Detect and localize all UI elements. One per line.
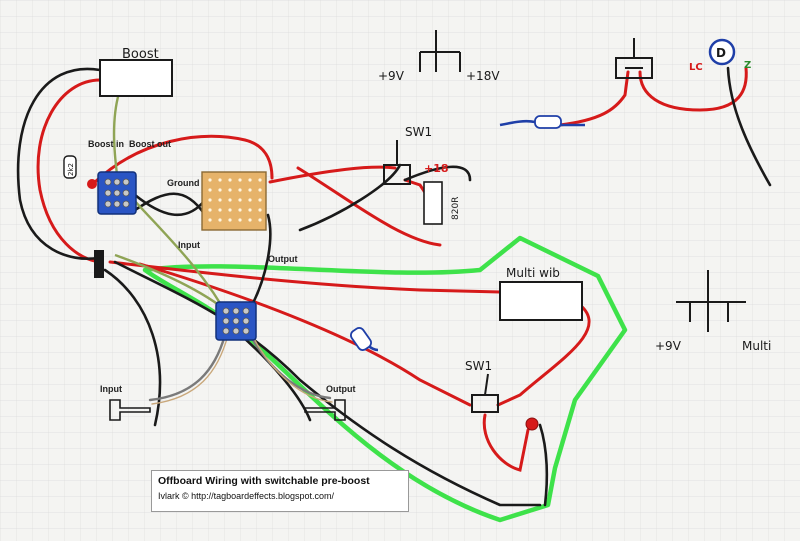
tagboard <box>201 171 267 231</box>
caption-credit: Ivlark © http://tagboardeffects.blogspot… <box>158 491 335 501</box>
multiwib-label: Multi wib <box>506 266 560 280</box>
plus9v-bottom-label: +9V <box>655 339 682 353</box>
red-wire-left-loop <box>36 78 102 264</box>
caption-box: Offboard Wiring with switchable pre-boos… <box>151 470 409 512</box>
resistor-2k2 <box>63 155 77 179</box>
black-wire-board-cross2 <box>133 192 207 217</box>
sw1-bottom-label: SW1 <box>465 359 492 373</box>
caption-title: Offboard Wiring with switchable pre-boos… <box>158 475 370 487</box>
boost-in-label: Boost in <box>88 139 124 149</box>
red-wire-sw-top <box>296 166 442 247</box>
footswitch-middle <box>215 301 257 341</box>
red-wire-multiwib-out <box>496 303 591 407</box>
black-wire-led-return <box>538 423 549 507</box>
boost-label: Boost <box>122 47 159 62</box>
dc-jack <box>94 250 104 278</box>
shielded-wires <box>148 333 333 405</box>
red-wire-top-right <box>558 70 630 127</box>
black-wire-left-outer <box>16 67 102 260</box>
resistor-820r-label: 820R <box>451 197 461 220</box>
ground-label: Ground <box>167 178 200 188</box>
plus18v-top-label: +18V <box>466 69 500 83</box>
supply-symbol-right <box>676 270 746 332</box>
led-top-right <box>708 38 736 66</box>
black-wire-bottom-loop <box>113 260 542 507</box>
sw1-bottom-switch <box>471 373 499 413</box>
black-wire-board-down <box>250 213 272 307</box>
supply-symbol-top <box>419 30 461 72</box>
board-input-label: Input <box>178 240 200 250</box>
z-label: Z <box>744 60 751 71</box>
board-output-label: Output <box>268 254 298 264</box>
black-wire-top-right-tail <box>726 66 772 187</box>
lc-label: LC <box>689 62 703 73</box>
multi-label: Multi <box>742 339 771 353</box>
red-wire-top-right-loop <box>638 66 748 112</box>
footswitch-top <box>97 171 137 215</box>
sw1-top-label: SW1 <box>405 125 432 139</box>
black-wire-sw1-to-resistor <box>403 165 472 182</box>
output-jack-label: Output <box>326 384 356 394</box>
sw1-top-switch <box>383 140 411 185</box>
led-bottom <box>525 417 539 431</box>
switch-top-right <box>615 38 653 79</box>
black-wire-down-left <box>103 268 162 427</box>
resistor-middle <box>350 327 372 351</box>
resistor-820r <box>423 181 443 225</box>
input-jack-label: Input <box>100 384 122 394</box>
input-jack <box>109 399 151 421</box>
led-d-label: D <box>716 46 726 60</box>
plus18-label: +18 <box>424 162 449 175</box>
red-wires <box>36 66 748 472</box>
resistor-top-right <box>534 115 562 129</box>
output-jack <box>304 399 346 421</box>
red-wire-to-sw1-lower <box>138 262 472 407</box>
led-left <box>87 179 97 189</box>
red-wire-board-to-sw1 <box>268 165 397 184</box>
black-wire-to-sw1-top <box>298 163 402 232</box>
red-wire-to-board-top <box>93 134 274 184</box>
boost-box <box>99 59 173 97</box>
resistor-2k2-label: 2k2 <box>67 163 75 176</box>
red-wire-led-loop <box>482 413 530 472</box>
multiwib-box <box>499 281 583 321</box>
boost-out-label: Boost out <box>129 139 171 149</box>
plus9v-top-label: +9V <box>378 69 405 83</box>
